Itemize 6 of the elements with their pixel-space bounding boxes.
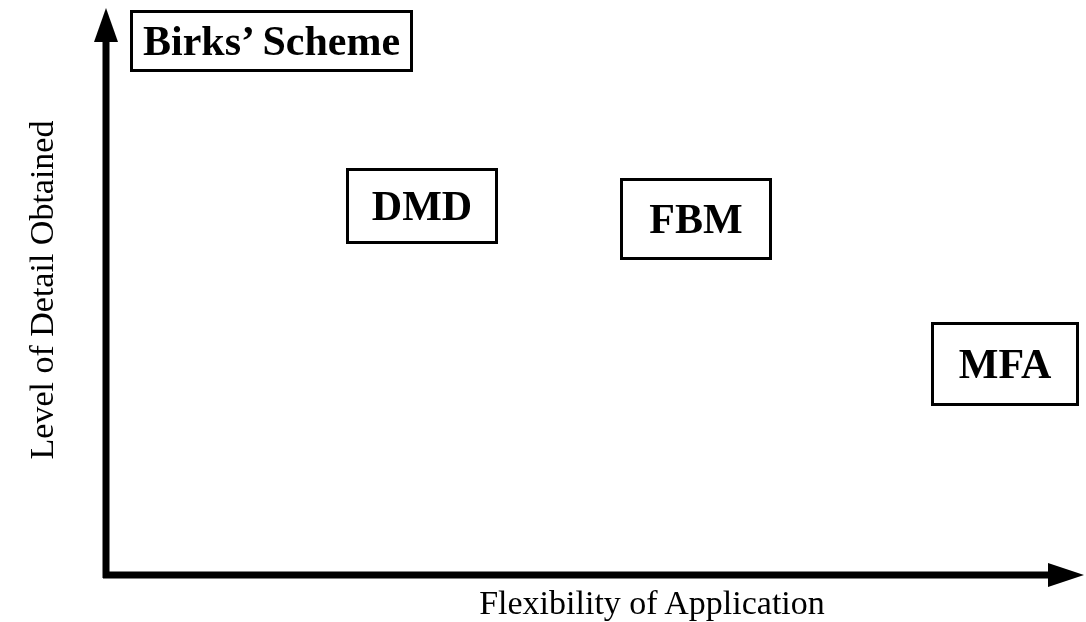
axis-title: Level of Detail Obtained xyxy=(23,120,61,460)
method-box: MFA xyxy=(931,322,1079,406)
method-box: FBM xyxy=(620,178,772,260)
axis-title: Flexibility of Application xyxy=(479,584,825,622)
method-box: Birks’ Scheme xyxy=(130,10,414,72)
method-box: DMD xyxy=(346,168,498,244)
